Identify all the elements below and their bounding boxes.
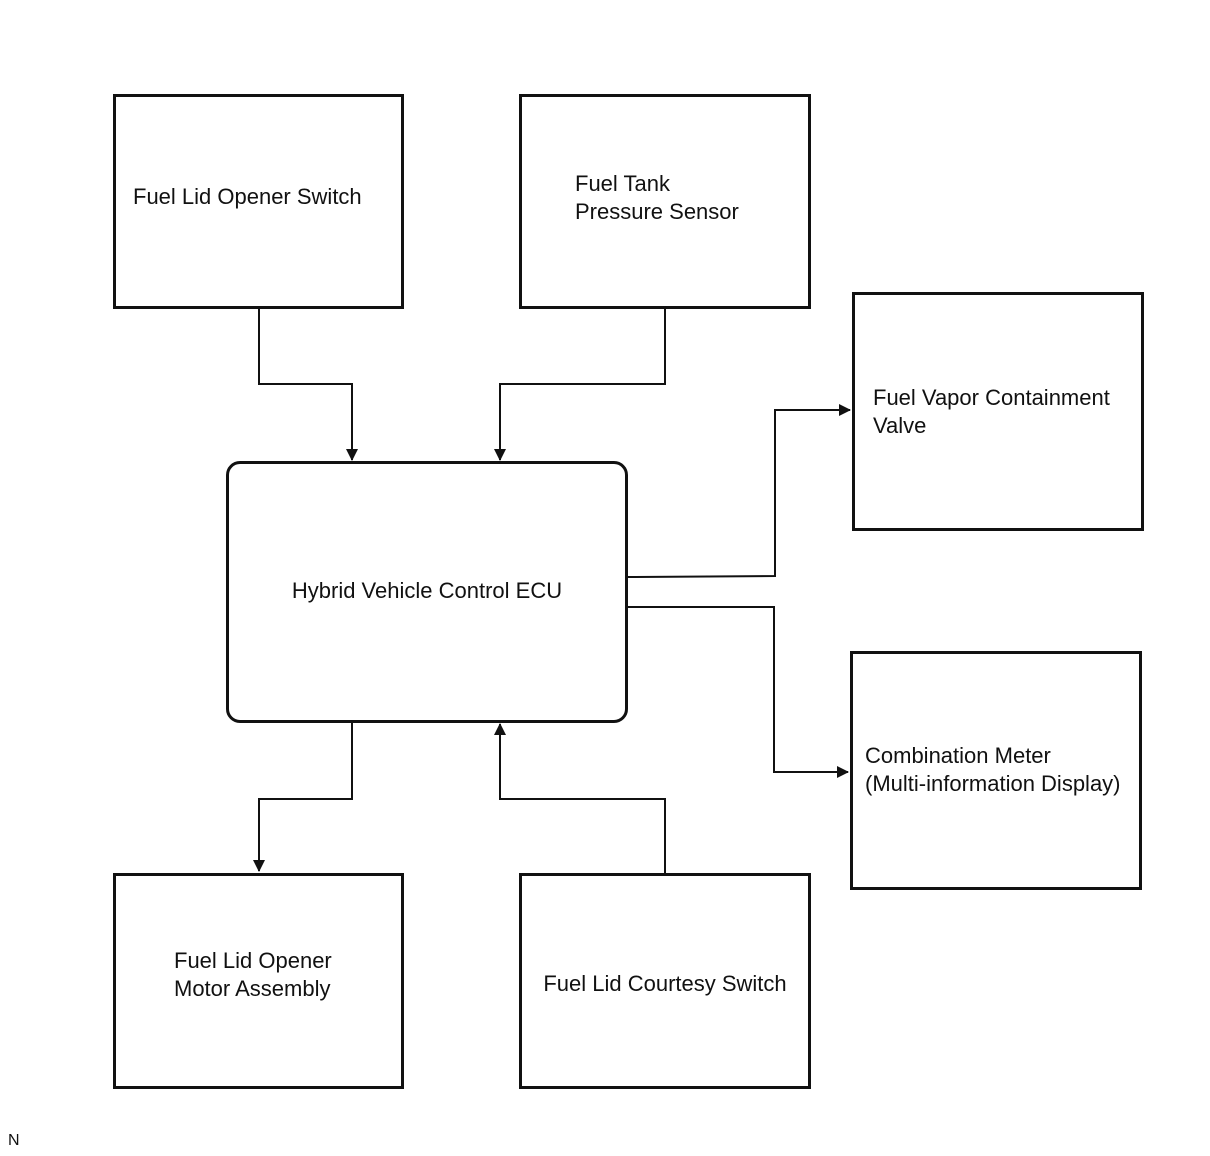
corner-mark: N bbox=[8, 1132, 20, 1149]
block-label: Fuel Lid Courtesy Switch bbox=[543, 971, 787, 996]
block-label: Fuel Lid Opener Motor Assembly bbox=[174, 948, 332, 1001]
block-label: Fuel Lid Opener Switch bbox=[133, 184, 362, 209]
connector-opener-switch-to-ecu bbox=[258, 309, 358, 461]
block-fuel-vapor-containment-valve: Fuel Vapor Containment Valve bbox=[852, 292, 1144, 531]
block-label: Combination Meter (Multi-information Dis… bbox=[865, 743, 1121, 796]
connector-ecu-to-vapor-valve bbox=[627, 404, 851, 578]
connector-pressure-sensor-to-ecu bbox=[494, 309, 666, 461]
block-label: Fuel Tank Pressure Sensor bbox=[575, 171, 739, 224]
block-fuel-tank-pressure-sensor: Fuel Tank Pressure Sensor bbox=[519, 94, 811, 309]
block-combination-meter: Combination Meter (Multi-information Dis… bbox=[850, 651, 1142, 890]
block-hybrid-vehicle-control-ecu: Hybrid Vehicle Control ECU bbox=[226, 461, 628, 723]
block-label: Hybrid Vehicle Control ECU bbox=[291, 578, 563, 603]
block-fuel-lid-opener-motor-assembly: Fuel Lid Opener Motor Assembly bbox=[113, 873, 404, 1089]
connector-courtesy-switch-to-ecu bbox=[494, 723, 666, 874]
connector-ecu-to-motor-assembly bbox=[253, 722, 353, 872]
connector-ecu-to-combination-meter bbox=[628, 606, 849, 778]
block-fuel-lid-courtesy-switch: Fuel Lid Courtesy Switch bbox=[519, 873, 811, 1089]
block-label: Fuel Vapor Containment Valve bbox=[873, 385, 1110, 438]
block-fuel-lid-opener-switch: Fuel Lid Opener Switch bbox=[113, 94, 404, 309]
